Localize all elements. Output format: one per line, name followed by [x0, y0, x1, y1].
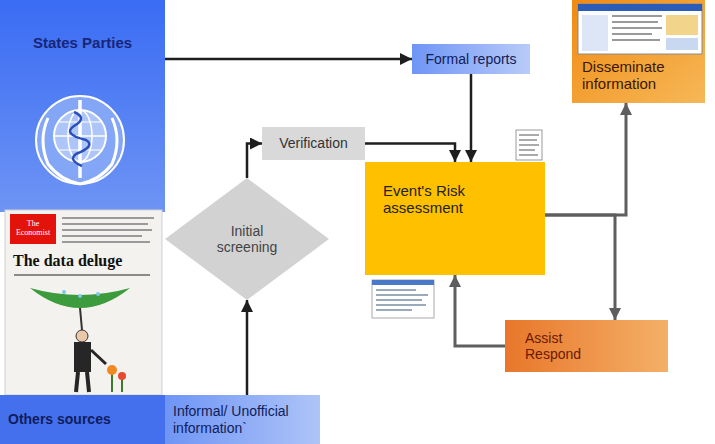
node-label: Assist Respond — [525, 330, 597, 362]
node-label: Formal reports — [425, 51, 516, 67]
node-label: Verification — [279, 135, 347, 151]
source-band: States Parties — [0, 0, 165, 212]
node-label: Informal/ Unofficial information` — [173, 403, 316, 435]
diamond-shape — [165, 178, 329, 300]
process-box: Verification — [262, 127, 365, 160]
who-emblem — [36, 96, 124, 184]
magazine-cover — [5, 210, 162, 395]
node-label: Initial screening — [207, 223, 287, 255]
webpage-screenshot — [578, 4, 702, 54]
decision-diamond: Initial screening — [165, 178, 329, 300]
output-box: Disseminate information — [572, 0, 705, 103]
flow-arrow — [246, 300, 249, 395]
flow-arrow — [165, 58, 412, 61]
flow-arrow — [247, 144, 262, 179]
flow-arrow — [470, 74, 473, 162]
assessment-box: Event's Risk assessment — [365, 162, 545, 275]
disseminate-ground — [572, 0, 705, 103]
flow-arrow — [455, 275, 505, 346]
report-document — [516, 130, 542, 160]
source-band: Others sources — [0, 395, 165, 444]
node-label: Disseminate information — [582, 58, 694, 93]
input-band: Informal/ Unofficial information` — [165, 395, 320, 444]
report-box: Formal reports — [412, 44, 530, 74]
cover-masthead: The Economist — [10, 214, 56, 244]
node-label: Others sources — [8, 411, 111, 427]
database-screenshot — [372, 280, 434, 318]
node-label: States Parties — [33, 34, 132, 51]
flow-arrow — [365, 144, 455, 163]
node-label: Event's Risk assessment — [383, 182, 513, 217]
flow-arrow — [545, 103, 626, 215]
states-band — [0, 0, 165, 212]
cover-title: The data deluge — [12, 250, 158, 272]
flow-arrow — [545, 215, 615, 320]
response-box: Assist Respond — [505, 320, 668, 372]
